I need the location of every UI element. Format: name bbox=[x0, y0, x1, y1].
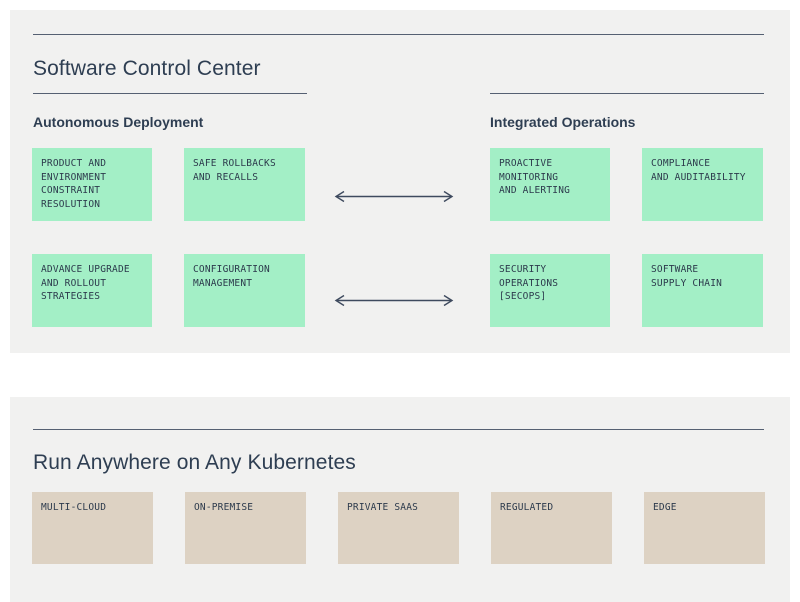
bidirectional-arrow-row1 bbox=[334, 190, 454, 203]
box-label: PRIVATE SAAS bbox=[347, 502, 419, 513]
box-safe-rollbacks: SAFE ROLLBACKS AND RECALLS bbox=[184, 148, 305, 221]
box-multi-cloud: MULTI-CLOUD bbox=[32, 492, 153, 564]
autonomous-deployment-heading: Autonomous Deployment bbox=[33, 113, 204, 130]
box-private-saas: PRIVATE SAAS bbox=[338, 492, 459, 564]
box-label: ON-PREMISE bbox=[194, 502, 254, 513]
box-label: EDGE bbox=[653, 502, 677, 513]
box-regulated: REGULATED bbox=[491, 492, 612, 564]
control-center-title: Software Control Center bbox=[33, 57, 261, 81]
integrated-operations-rule bbox=[490, 93, 764, 94]
box-edge: EDGE bbox=[644, 492, 765, 564]
box-label: SECURITY OPERATIONS [SECOPS] bbox=[499, 264, 559, 302]
box-on-premise: ON-PREMISE bbox=[185, 492, 306, 564]
box-label: MULTI-CLOUD bbox=[41, 502, 107, 513]
box-constraint-resolution: PRODUCT AND ENVIRONMENT CONSTRAINT RESOL… bbox=[32, 148, 152, 221]
autonomous-deployment-rule bbox=[33, 93, 307, 94]
box-label: PROACTIVE MONITORING AND ALERTING bbox=[499, 158, 571, 196]
box-configuration-management: CONFIGURATION MANAGEMENT bbox=[184, 254, 305, 327]
bidirectional-arrow-row2 bbox=[334, 294, 454, 307]
box-security-operations: SECURITY OPERATIONS [SECOPS] bbox=[490, 254, 610, 327]
run-anywhere-section: Run Anywhere on Any Kubernetes MULTI-CLO… bbox=[10, 397, 790, 602]
environment-boxes: MULTI-CLOUD ON-PREMISE PRIVATE SAAS REGU… bbox=[32, 492, 765, 564]
section-top-rule bbox=[33, 429, 764, 430]
run-anywhere-title: Run Anywhere on Any Kubernetes bbox=[33, 451, 356, 475]
box-label: REGULATED bbox=[500, 502, 554, 513]
box-label: SOFTWARE SUPPLY CHAIN bbox=[651, 264, 723, 289]
integrated-operations-boxes: PROACTIVE MONITORING AND ALERTING COMPLI… bbox=[490, 148, 763, 327]
box-label: COMPLIANCE AND AUDITABILITY bbox=[651, 158, 746, 183]
box-label: ADVANCE UPGRADE AND ROLLOUT STRATEGIES bbox=[41, 264, 130, 302]
box-label: PRODUCT AND ENVIRONMENT CONSTRAINT RESOL… bbox=[41, 158, 107, 210]
box-proactive-monitoring: PROACTIVE MONITORING AND ALERTING bbox=[490, 148, 610, 221]
box-compliance-auditability: COMPLIANCE AND AUDITABILITY bbox=[642, 148, 763, 221]
software-control-center-section: Software Control Center Autonomous Deplo… bbox=[10, 10, 790, 353]
section-top-rule bbox=[33, 34, 764, 35]
box-label: CONFIGURATION MANAGEMENT bbox=[193, 264, 270, 289]
autonomous-deployment-boxes: PRODUCT AND ENVIRONMENT CONSTRAINT RESOL… bbox=[32, 148, 305, 327]
box-software-supply-chain: SOFTWARE SUPPLY CHAIN bbox=[642, 254, 763, 327]
box-advance-upgrade: ADVANCE UPGRADE AND ROLLOUT STRATEGIES bbox=[32, 254, 152, 327]
box-label: SAFE ROLLBACKS AND RECALLS bbox=[193, 158, 276, 183]
integrated-operations-heading: Integrated Operations bbox=[490, 113, 636, 130]
